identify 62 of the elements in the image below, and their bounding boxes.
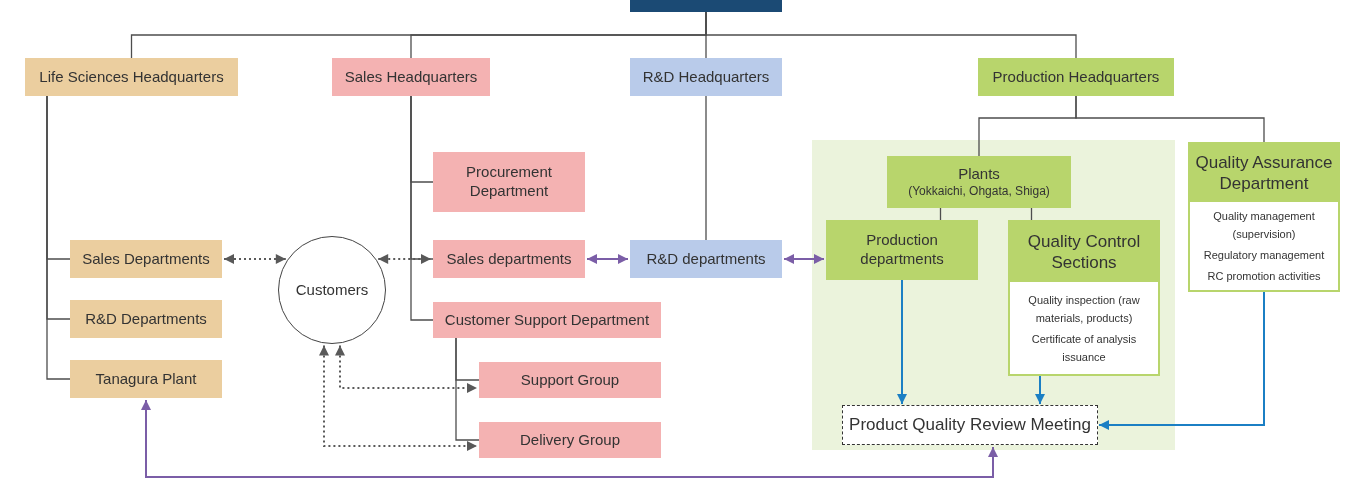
department-box: [433, 302, 661, 338]
department-box: [887, 156, 1071, 208]
department-box: [826, 220, 978, 280]
arrow: [223, 254, 287, 264]
box-label: Product Quality Review Meeting: [849, 414, 1091, 436]
arrow: [783, 254, 825, 264]
headquarters-box: [332, 58, 490, 96]
headquarters-box: [978, 58, 1174, 96]
box-label: Plants: [958, 165, 1000, 184]
plant-box: [70, 360, 222, 398]
department-box: [630, 240, 782, 278]
box-label: Support Group: [520, 370, 620, 390]
arrow: [141, 399, 998, 478]
arrow: [319, 344, 478, 451]
description-text: RC promotion activities: [1207, 269, 1321, 284]
box-label: Customer Support Department: [444, 310, 650, 330]
arrow: [1098, 291, 1265, 430]
box-label: Sales Departments: [82, 249, 210, 269]
sub-label: (Yokkaichi, Ohgata, Shiga): [908, 183, 1050, 199]
connector-line: [1030, 207, 1033, 221]
connector-line: [46, 95, 71, 380]
department-card: [1008, 220, 1160, 376]
box-label: Sales Headquarters: [344, 67, 478, 87]
box-label: Production Headquarters: [992, 67, 1160, 87]
headquarters-box: [630, 58, 782, 96]
headquarters-box: [25, 58, 238, 96]
box-label: Delivery Group: [519, 430, 620, 450]
connector-line: [410, 95, 434, 321]
description-text: Certificate of analysis issuance: [1030, 331, 1138, 365]
arrow: [377, 254, 432, 264]
box-label: Tanagura Plant: [95, 369, 197, 389]
group-box: [479, 422, 661, 458]
heading-text: Quality Assurance Department: [1194, 151, 1334, 195]
box-label: Procurement Department: [465, 163, 553, 201]
department-box: [70, 300, 222, 338]
department-box: [433, 152, 585, 212]
box-label: Sales departments: [446, 249, 572, 269]
arrow: [586, 254, 629, 264]
group-box: [479, 362, 661, 398]
box-label: Life Sciences Headquarters: [39, 67, 224, 87]
connector-line: [705, 95, 707, 241]
box-label: Production departments: [859, 231, 945, 269]
department-card: [1188, 142, 1340, 292]
box-label: R&D Departments: [85, 309, 207, 329]
meeting-box: [842, 405, 1098, 445]
connector-line: [1075, 95, 1265, 143]
production-area-background: [812, 140, 1175, 450]
department-box: [433, 240, 585, 278]
heading-text: Quality Control Sections: [1026, 230, 1142, 274]
description-text: Regulatory management: [1203, 248, 1325, 263]
description-text: Quality inspection (raw materials, products): [1027, 292, 1141, 326]
box-label: R&D departments: [646, 249, 766, 269]
connector-line: [939, 207, 942, 221]
arrow: [1035, 375, 1045, 405]
description-text: Quality management (supervision): [1212, 209, 1316, 242]
box-label: Customers: [295, 280, 369, 300]
connector-line: [455, 337, 480, 441]
header-box: [630, 0, 782, 12]
box-label: R&D Headquarters: [642, 67, 770, 87]
department-box: [70, 240, 222, 278]
arrow: [897, 279, 907, 405]
arrow: [335, 344, 478, 393]
